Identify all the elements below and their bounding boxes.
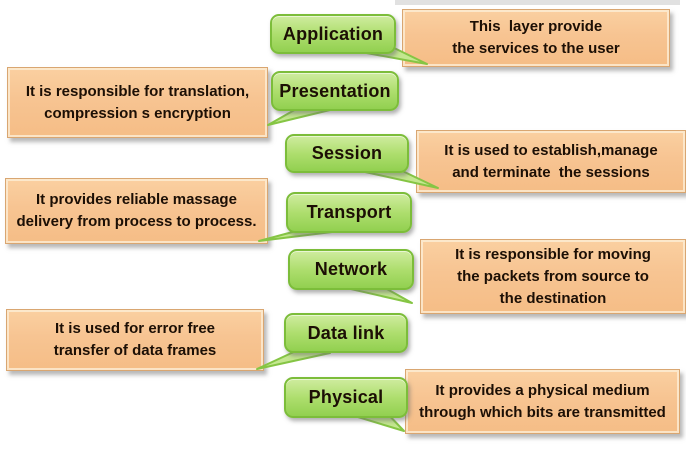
description-session: It is used to establish,manage and termi…	[416, 130, 686, 193]
description-transport: It provides reliable massage delivery fr…	[5, 178, 268, 244]
layer-box-transport: Transport	[286, 192, 412, 233]
description-application: This layer provide the services to the u…	[402, 9, 670, 67]
layer-box-data-link: Data link	[284, 313, 408, 353]
description-presentation: It is responsible for translation, compr…	[7, 67, 268, 138]
top-shadow-strip	[395, 0, 680, 5]
layer-box-network: Network	[288, 249, 414, 290]
description-network: It is responsible for moving the packets…	[420, 239, 686, 314]
layer-box-presentation: Presentation	[271, 71, 399, 111]
description-data-link: It is used for error free transfer of da…	[6, 309, 264, 371]
layer-box-session: Session	[285, 134, 409, 173]
layer-box-physical: Physical	[284, 377, 408, 418]
layer-box-application: Application	[270, 14, 396, 54]
description-physical: It provides a physical medium through wh…	[405, 369, 680, 434]
